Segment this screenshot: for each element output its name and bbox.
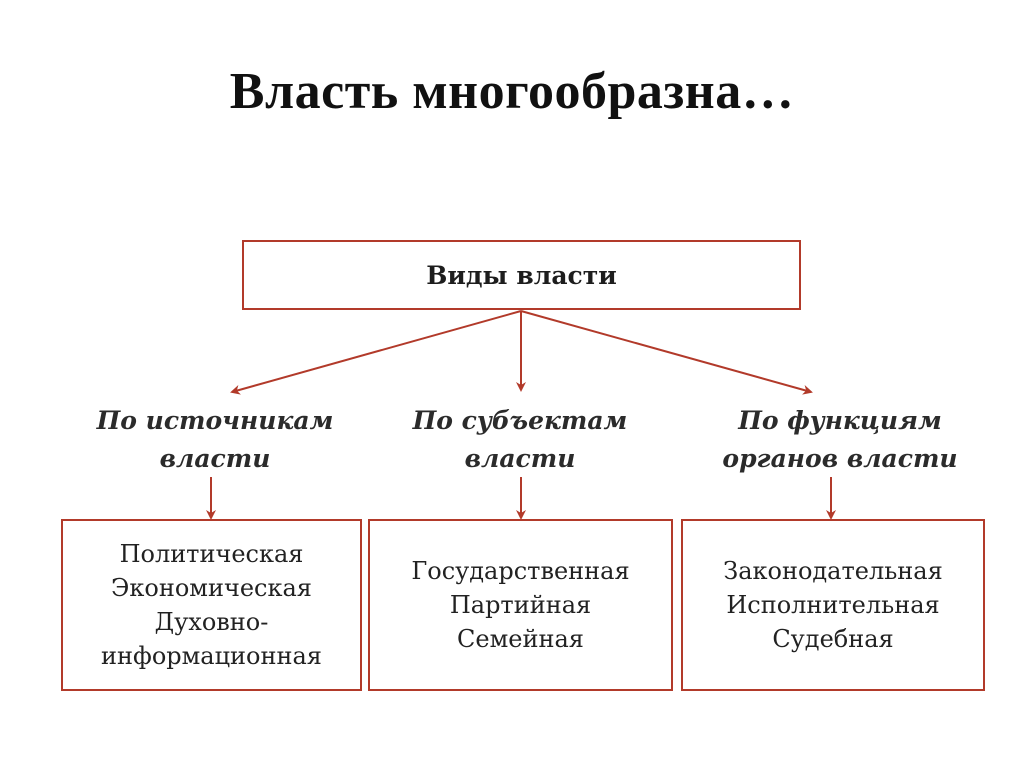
root-node: Виды власти: [242, 240, 801, 310]
list-item: Государственная: [411, 557, 630, 585]
category-line: власти: [159, 444, 271, 473]
list-item: Семейная: [457, 625, 584, 653]
category-by-sources: По источникам власти: [55, 402, 375, 478]
arrow-root-to-sources: [230, 310, 522, 395]
category-line: органов власти: [722, 444, 958, 473]
list-item: Судебная: [772, 625, 894, 653]
list-item: Духовно-: [154, 608, 269, 636]
leaf-box-sources: Политическая Экономическая Духовно- инфо…: [61, 519, 362, 691]
category-line: По функциям: [738, 406, 942, 435]
list-item: Законодательная: [723, 557, 943, 585]
category-line: По субъектам: [412, 406, 628, 435]
list-item: Политическая: [119, 540, 304, 568]
leaf-box-subjects: Государственная Партийная Семейная: [368, 519, 673, 691]
list-item: Партийная: [449, 591, 592, 619]
list-item: Экономическая: [111, 574, 312, 602]
category-by-functions: По функциям органов власти: [680, 402, 1000, 478]
category-line: По источникам: [96, 406, 334, 435]
leaf-box-functions: Законодательная Исполнительная Судебная: [681, 519, 985, 691]
list-item: информационная: [101, 642, 322, 670]
page-title: Власть многообразна…: [229, 63, 795, 120]
root-node-label: Виды власти: [426, 260, 617, 290]
category-by-subjects: По субъектам власти: [360, 402, 680, 478]
arrow-root-to-functions: [520, 310, 813, 395]
list-item: Исполнительная: [726, 591, 940, 619]
category-line: власти: [464, 444, 576, 473]
